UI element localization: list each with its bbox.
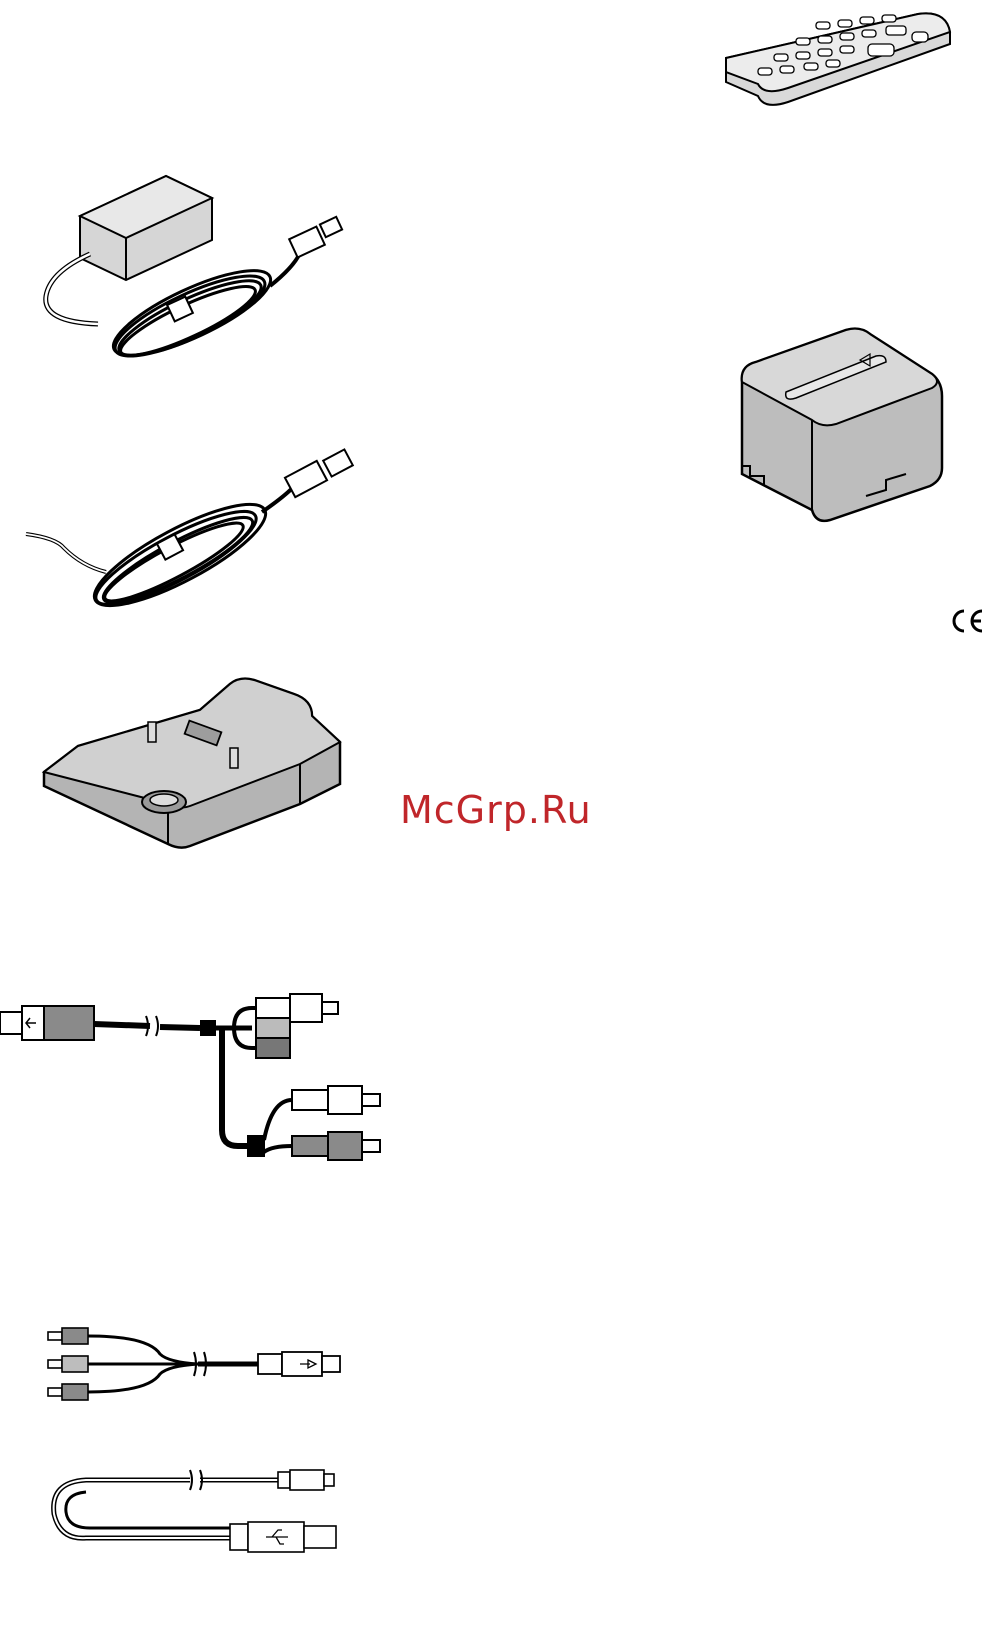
- battery-icon: [736, 326, 946, 526]
- ce-mark: [950, 608, 984, 638]
- usb-cable-icon: [50, 1466, 350, 1556]
- handycam-station-illustration: [40, 676, 365, 876]
- av-cable-icon: [0, 940, 400, 1190]
- rca-cable-icon: [48, 1320, 358, 1410]
- component-av-cable-illustration: [0, 940, 400, 1190]
- watermark: McGrp.Ru: [400, 788, 592, 832]
- mains-lead-illustration: [26, 448, 376, 618]
- remote-commander-illustration: [718, 10, 953, 110]
- docking-station-icon: [40, 676, 365, 876]
- ce-mark-icon: [950, 608, 984, 634]
- power-adapter-icon: [40, 176, 370, 366]
- av-connecting-cable-illustration: [48, 1320, 358, 1410]
- power-cord-icon: [26, 448, 376, 618]
- ac-adaptor-illustration: [40, 176, 370, 366]
- battery-pack-illustration: [736, 326, 946, 526]
- remote-control-icon: [718, 10, 953, 110]
- usb-cable-illustration: [50, 1466, 350, 1556]
